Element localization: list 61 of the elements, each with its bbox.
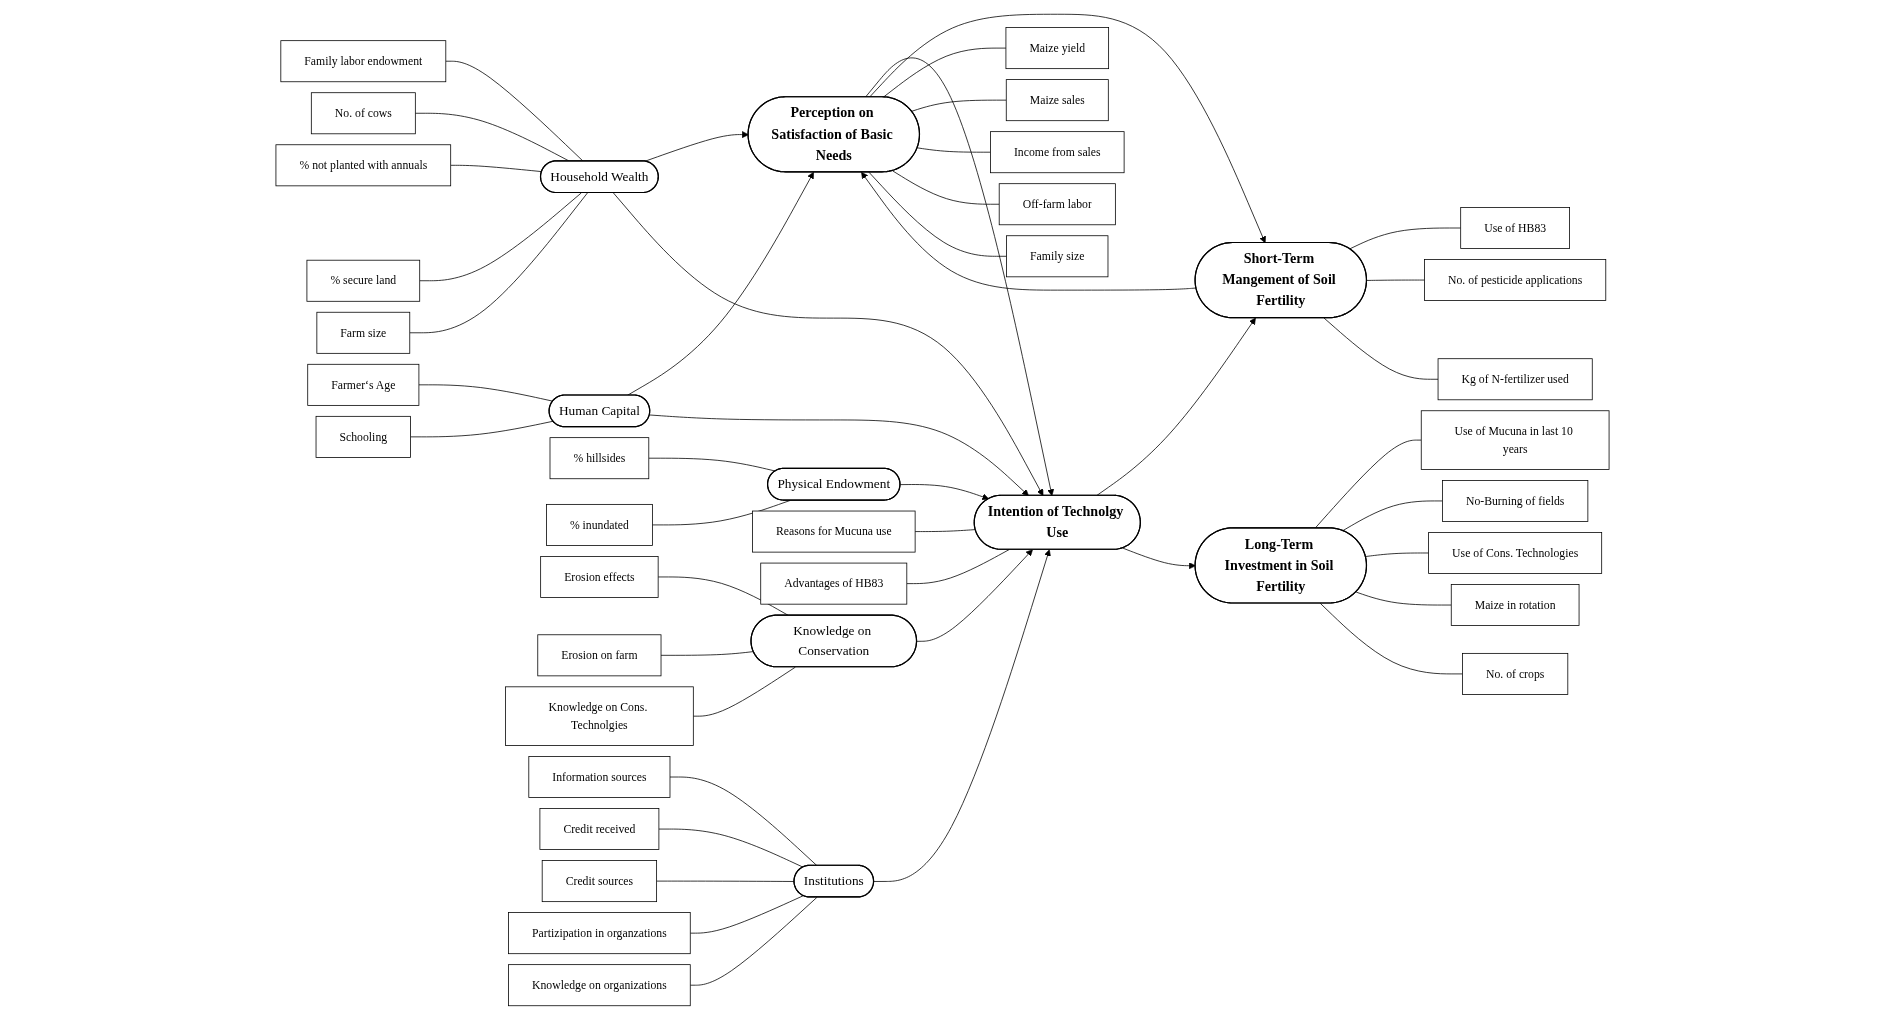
node-box: Maize in rotation [1450, 584, 1580, 626]
connector [445, 60, 584, 162]
node-box: Maize sales [1005, 79, 1109, 122]
node-box: Erosion effects [540, 556, 659, 598]
node-box: Credit received [539, 808, 660, 850]
connector [689, 896, 818, 986]
connector [689, 895, 804, 934]
node-box: Credit sources [541, 860, 657, 903]
node-box: No-Burning of fields [1442, 480, 1589, 522]
node-box: Family size [1006, 235, 1109, 278]
connector [658, 828, 804, 868]
node-box: Farm size [316, 311, 411, 354]
connector [917, 147, 991, 153]
node-box: Advantages of HB83 [760, 562, 908, 605]
connector [1342, 500, 1443, 532]
connector [892, 170, 1000, 205]
node-box: Family labor endowment [280, 40, 447, 83]
node-box: Use of Cons. Technologies [1428, 532, 1603, 574]
connector [1366, 279, 1425, 281]
node-box: Maize yield [1005, 27, 1110, 70]
connector [656, 880, 795, 882]
connector [648, 457, 776, 472]
connector [1323, 317, 1439, 380]
node-box: % inundated [546, 504, 653, 546]
connector [914, 529, 976, 532]
node-box: Knowledge on organizations [508, 964, 691, 1007]
connector [1319, 603, 1463, 675]
node-box: % not planted with annuals [275, 144, 452, 187]
node-box: Income from sales [990, 131, 1125, 174]
node-box: Use of Mucuna in last 10 years [1420, 410, 1610, 470]
node-box: No. of pesticide applications [1424, 259, 1607, 301]
connector [1349, 227, 1462, 250]
node-box: % secure land [306, 259, 421, 302]
node-box: Erosion on farm [537, 634, 662, 677]
connector [906, 549, 1010, 584]
connector [410, 420, 554, 438]
connector [409, 192, 588, 334]
node-box: Schooling [315, 415, 411, 458]
connector [669, 776, 818, 867]
connector [450, 164, 543, 172]
connector [883, 47, 1007, 98]
node-box: Partizipation in organzations [508, 912, 691, 955]
connector [868, 171, 1007, 257]
connector [419, 192, 582, 282]
node-box: Kg of N-fertilizer used [1437, 358, 1593, 401]
connector [1314, 439, 1422, 529]
node-box: No. of cows [310, 92, 416, 135]
connector [660, 651, 754, 656]
connector [657, 576, 789, 616]
node-box: No. of crops [1462, 653, 1569, 695]
node-box: Reasons for Mucuna use [752, 510, 916, 553]
node-box: Farmer‘s Age [307, 363, 420, 406]
node-box: % hillsides [549, 437, 650, 480]
connector [692, 666, 796, 717]
node-box: Off-farm labor [998, 183, 1116, 226]
connector [1355, 591, 1452, 606]
connector [911, 99, 1007, 112]
node-box: Information sources [528, 756, 671, 798]
connector [1365, 552, 1429, 557]
node-box: Knowledge on Cons. Technolgies [505, 686, 694, 746]
node-box: Use of HB83 [1460, 207, 1570, 249]
